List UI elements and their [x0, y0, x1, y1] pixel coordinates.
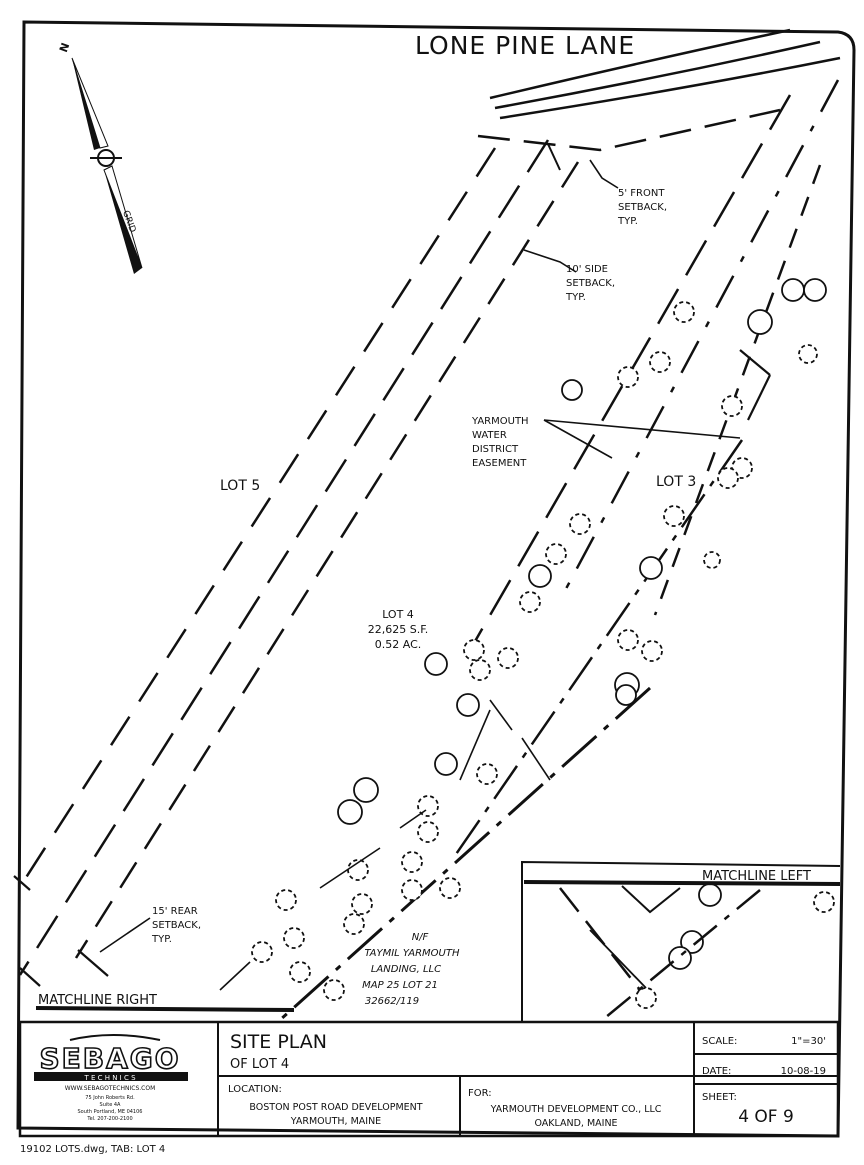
date-label: DATE: — [702, 1066, 731, 1077]
misc-lines — [219, 699, 551, 991]
svg-text:LOT 4: LOT 4 — [382, 608, 414, 621]
svg-text:LANDING, LLC: LANDING, LLC — [371, 964, 441, 975]
sheet-border — [16, 20, 856, 1138]
svg-text:Suite 4A: Suite 4A — [100, 1102, 122, 1108]
svg-text:SETBACK,: SETBACK, — [566, 278, 615, 289]
svg-text:T E C H N I C S: T E C H N I C S — [83, 1074, 136, 1082]
title-block — [18, 1020, 840, 1138]
north-label: N — [57, 41, 72, 54]
side-setback-note: 10' SIDE SETBACK, TYP. — [565, 264, 615, 303]
svg-text:SEBAGO: SEBAGO — [39, 1042, 180, 1075]
easement-line — [450, 439, 744, 861]
svg-text:5' FRONT: 5' FRONT — [618, 188, 665, 199]
svg-text:10' SIDE: 10' SIDE — [566, 264, 608, 275]
rear-setback-marks — [13, 349, 771, 987]
for-label: FOR: — [468, 1088, 492, 1099]
svg-text:22,625 S.F.: 22,625 S.F. — [368, 623, 429, 636]
svg-text:32662/119: 32662/119 — [365, 996, 419, 1007]
matchline-left-label: MATCHLINE LEFT — [702, 869, 811, 884]
lot-lines — [16, 79, 840, 976]
for-line-1: YARMOUTH DEVELOPMENT CO., LLC — [490, 1104, 662, 1115]
svg-text:TYP.: TYP. — [151, 934, 172, 945]
svg-text:N/F: N/F — [412, 932, 429, 943]
lone-pine-lane-road — [489, 28, 841, 120]
svg-text:EASEMENT: EASEMENT — [472, 458, 527, 469]
for-line-2: OAKLAND, MAINE — [534, 1118, 617, 1129]
svg-text:DISTRICT: DISTRICT — [472, 444, 519, 455]
svg-text:0.52 AC.: 0.52 AC. — [375, 638, 422, 651]
matchline-right-line — [35, 1006, 295, 1012]
front-setback-line — [477, 108, 781, 152]
svg-text:TYP.: TYP. — [565, 292, 586, 303]
front-setback-note: 5' FRONT SETBACK, TYP. — [617, 188, 667, 227]
north-arrow-icon: N GRID — [57, 41, 143, 274]
svg-text:TAYMIL YARMOUTH: TAYMIL YARMOUTH — [364, 948, 460, 959]
drawing-subtitle: OF LOT 4 — [230, 1057, 289, 1072]
location-line-2: YARMOUTH, MAINE — [290, 1116, 381, 1127]
file-footer: 19102 LOTS.dwg, TAB: LOT 4 — [20, 1144, 165, 1155]
svg-text:TYP.: TYP. — [617, 216, 638, 227]
svg-text:MAP 25 LOT 21: MAP 25 LOT 21 — [362, 980, 438, 991]
svg-text:15' REAR: 15' REAR — [152, 906, 198, 917]
svg-text:SETBACK,: SETBACK, — [152, 920, 201, 931]
sheet-value: 4 OF 9 — [738, 1107, 794, 1127]
matchline-right-label: MATCHLINE RIGHT — [38, 993, 157, 1008]
svg-text:YARMOUTH: YARMOUTH — [471, 416, 529, 427]
svg-text:South Portland, ME 04106: South Portland, ME 04106 — [78, 1109, 143, 1115]
scale-label: SCALE: — [702, 1036, 737, 1047]
drawing-title: SITE PLAN — [230, 1031, 327, 1053]
svg-text:WWW.SEBAGOTECHNICS.COM: WWW.SEBAGOTECHNICS.COM — [65, 1085, 156, 1092]
location-label: LOCATION: — [228, 1084, 282, 1095]
sheet-label: SHEET: — [702, 1092, 737, 1103]
front-property-line — [547, 143, 561, 171]
sebago-technics-logo: SEBAGO T E C H N I C S WWW.SEBAGOTECHNIC… — [34, 1034, 188, 1122]
easement-line-lower — [278, 686, 652, 1022]
note-leaders — [99, 159, 741, 953]
svg-text:WATER: WATER — [472, 430, 507, 441]
rear-setback-note: 15' REAR SETBACK, TYP. — [151, 906, 201, 945]
svg-text:75 John Roberts Rd.: 75 John Roberts Rd. — [85, 1095, 135, 1101]
lot-4-label: LOT 4 22,625 S.F. 0.52 AC. — [368, 608, 429, 651]
date-value: 10-08-19 — [781, 1066, 826, 1077]
trees-and-shrubs — [251, 278, 835, 1009]
svg-text:SETBACK,: SETBACK, — [618, 202, 667, 213]
lot-5-label: LOT 5 — [220, 478, 260, 494]
easement-note: YARMOUTH WATER DISTRICT EASEMENT — [471, 416, 529, 469]
lot-3-label: LOT 3 — [656, 474, 696, 490]
scale-value: 1"=30' — [791, 1036, 826, 1047]
abutter-note: N/F TAYMIL YARMOUTH LANDING, LLC MAP 25 … — [362, 932, 460, 1007]
matchline-left-inset — [521, 860, 841, 1023]
location-line-1: BOSTON POST ROAD DEVELOPMENT — [249, 1102, 422, 1113]
street-name: LONE PINE LANE — [415, 31, 635, 60]
svg-text:Tel. 207-200-2100: Tel. 207-200-2100 — [86, 1116, 132, 1122]
